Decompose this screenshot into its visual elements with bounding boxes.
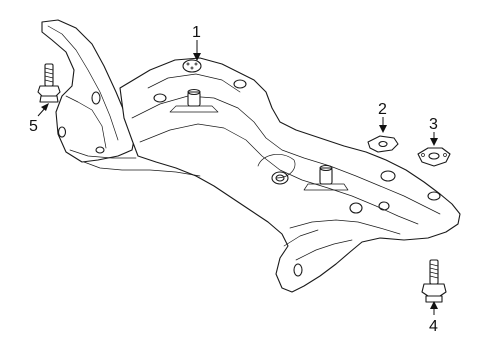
callout-label-2: 2: [378, 101, 387, 118]
callout-label-1: 1: [192, 24, 201, 41]
rear-mount-stud: [303, 164, 349, 191]
callout-5: 5: [29, 103, 49, 135]
stud-bolt-4: [421, 259, 447, 303]
stud-bolt-5: [37, 63, 61, 103]
retainer-plate-2: [367, 135, 399, 153]
callout-label-5: 5: [29, 118, 38, 135]
callout-label-4: 4: [429, 318, 438, 335]
crossmember-subframe: [41, 19, 461, 293]
mount-plate-3: [417, 147, 451, 167]
callout-3: 3: [429, 116, 438, 146]
callout-2: 2: [378, 101, 387, 133]
callout-1: 1: [192, 24, 201, 61]
callout-label-3: 3: [429, 116, 438, 133]
upper-mount-stud: [169, 88, 219, 113]
callout-4: 4: [429, 301, 438, 335]
